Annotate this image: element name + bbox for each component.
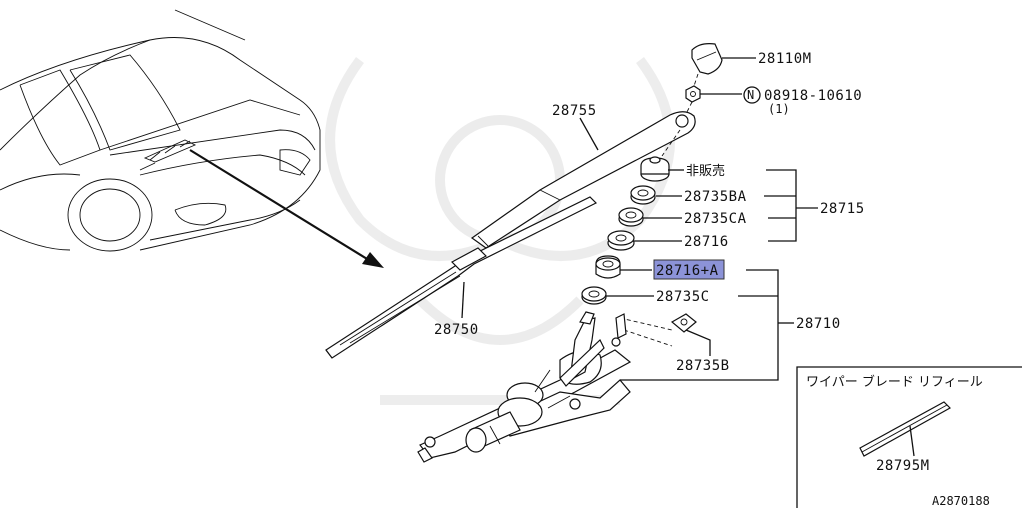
label-28716a: 28716+A bbox=[656, 263, 719, 279]
car-illustration bbox=[0, 9, 321, 252]
label-28735ba: 28735BA bbox=[684, 189, 747, 205]
label-nut-qty: (1) bbox=[768, 102, 790, 116]
label-28735c: 28735C bbox=[656, 289, 710, 305]
label-not-sold: 非販売 bbox=[686, 163, 725, 179]
refill-strip bbox=[859, 401, 951, 457]
nut-dash bbox=[685, 101, 693, 115]
label-nut-part: 08918-10610 bbox=[764, 88, 862, 104]
refill-box-title: ワイパー ブレード リフィール bbox=[806, 374, 983, 390]
cap-dash bbox=[693, 73, 699, 87]
cap-part bbox=[691, 43, 723, 75]
bushing-stack bbox=[581, 156, 670, 305]
pointer-arrow bbox=[189, 149, 384, 268]
wiper-linkage bbox=[417, 311, 632, 463]
bushing-28716a bbox=[595, 255, 621, 279]
washer-28735ba bbox=[630, 185, 656, 205]
wiper-blade bbox=[325, 196, 598, 359]
bushing-28716 bbox=[607, 230, 635, 251]
pivot-dash bbox=[661, 129, 681, 157]
label-28735b: 28735B bbox=[676, 358, 730, 374]
label-28716: 28716 bbox=[684, 234, 729, 250]
label-28795m: 28795M bbox=[876, 458, 930, 474]
nut-part bbox=[685, 85, 701, 103]
clip-part bbox=[615, 313, 697, 347]
leader-lines bbox=[461, 57, 818, 381]
nut-circle-mark bbox=[743, 86, 761, 104]
bushing-not-sold bbox=[640, 156, 670, 182]
label-28750: 28750 bbox=[434, 322, 479, 338]
label-28110m: 28110M bbox=[758, 51, 812, 67]
washer-28735ca bbox=[618, 207, 644, 227]
washer-28735c bbox=[581, 286, 607, 305]
wiper-arm bbox=[470, 111, 696, 249]
label-28715: 28715 bbox=[820, 201, 865, 217]
label-28755: 28755 bbox=[552, 103, 597, 119]
highlight-box bbox=[653, 259, 725, 280]
refill-box: ワイパー ブレード リフィール 28795M bbox=[796, 366, 1022, 508]
diagram-code: A2870188 bbox=[932, 494, 990, 508]
label-28710: 28710 bbox=[796, 316, 841, 332]
label-nut-mark: N bbox=[747, 88, 754, 102]
label-28735ca: 28735CA bbox=[684, 211, 747, 227]
